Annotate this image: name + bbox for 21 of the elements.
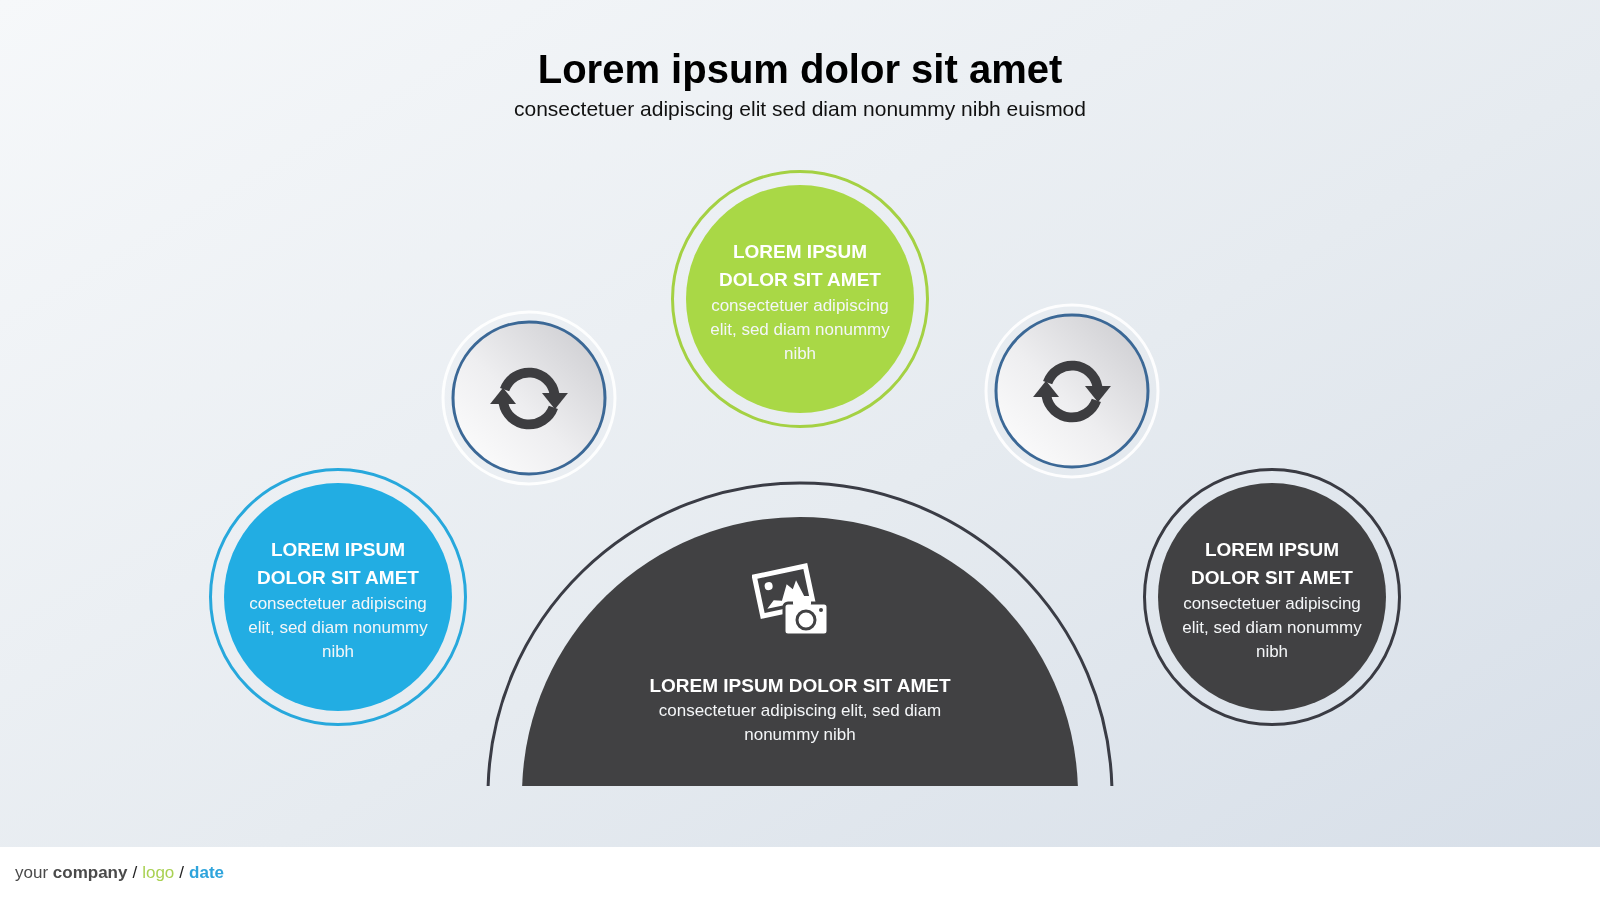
info-circle	[209, 468, 467, 726]
footer-placeholder-text: logo	[142, 862, 175, 884]
title: Lorem ipsum dolor sit amet	[537, 46, 1063, 93]
footer-text: your company	[15, 862, 128, 884]
circle-heading: LOREM IPSUM DOLOR SIT AMET	[718, 240, 882, 292]
subtitle: consectetuer adipiscing elit sed diam nonummy nibh euismod	[514, 96, 1086, 122]
panel-heading: LOREM IPSUM DOLOR SIT AMET	[648, 674, 952, 698]
panel-description: consectetuer adipiscing elit, sed diam nonummy nibh	[657, 700, 943, 746]
circle-description: consectetuer adipiscing elit, sed diam nonummy nibh	[247, 593, 429, 663]
semicircle-panel	[485, 480, 1115, 786]
circle-description: consectetuer adipiscing elit, sed diam nonummy nibh	[709, 295, 891, 365]
separator-slash: /	[132, 862, 138, 884]
refresh-circle	[441, 310, 617, 486]
circle-description: consectetuer adipiscing elit, sed diam nonummy nibh	[1181, 593, 1363, 663]
info-circle	[671, 170, 929, 428]
info-circle	[1143, 468, 1401, 726]
circle-heading: LOREM IPSUM DOLOR SIT AMET	[1190, 538, 1354, 590]
footer-date-text: date	[189, 862, 224, 884]
refresh-circle	[984, 303, 1160, 479]
circle-heading: LOREM IPSUM DOLOR SIT AMET	[256, 538, 420, 590]
separator-slash: /	[179, 862, 185, 884]
